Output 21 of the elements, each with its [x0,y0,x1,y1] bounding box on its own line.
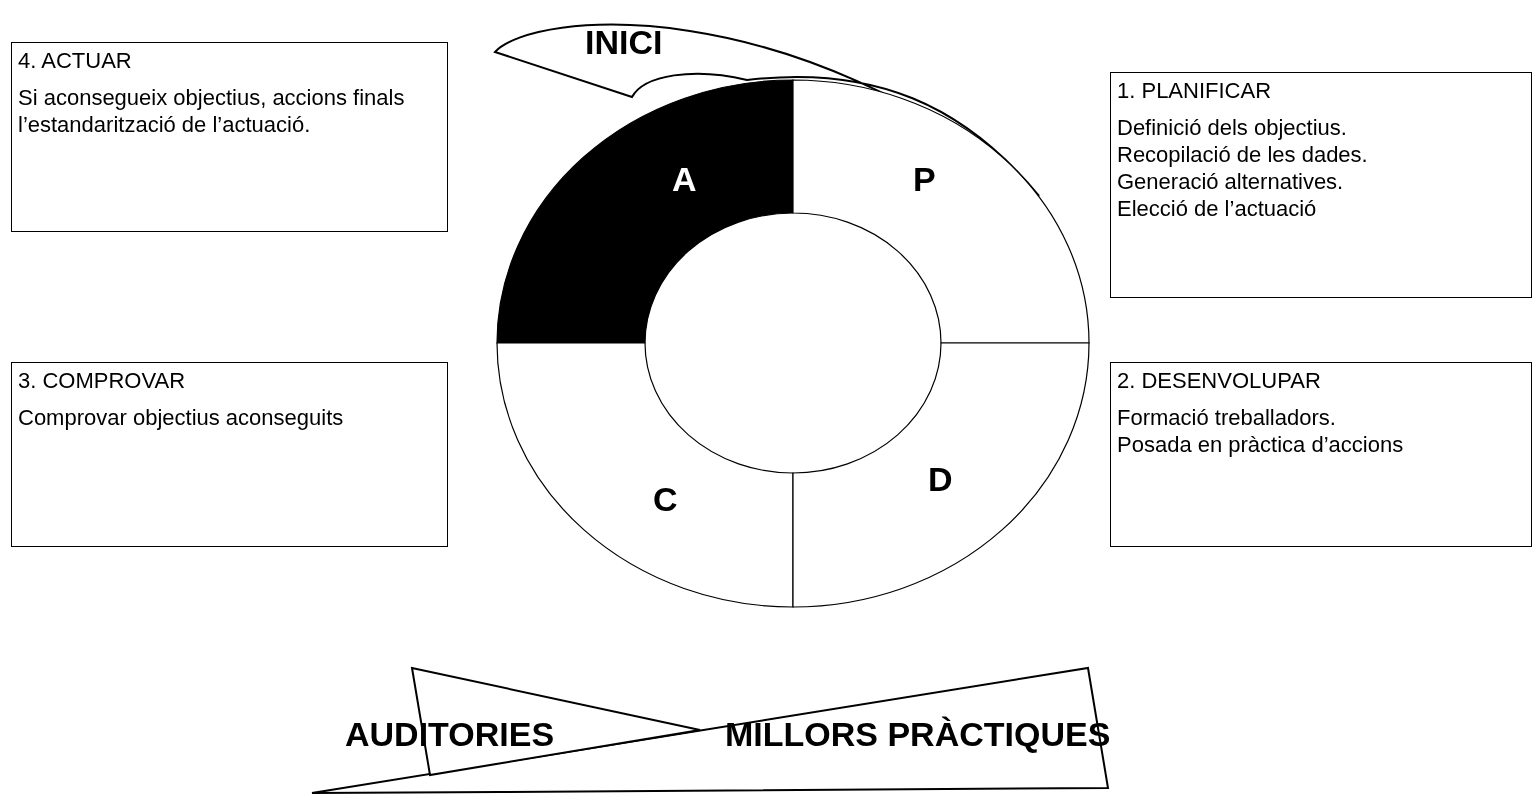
segment-letter: D [928,460,953,499]
step-heading: 2. DESENVOLUPAR [1117,367,1322,394]
segment-letter: C [653,480,678,519]
step-text: Elecció de l’actuació [1117,195,1318,222]
text-box [11,42,448,232]
step-heading: 3. COMPROVAR [18,367,187,394]
text-box [11,362,448,547]
step-text: Posada en pràctica d’accions [1117,431,1405,458]
step-text: Formació treballadors. [1117,404,1337,431]
step-heading: 4. ACTUAR [18,47,133,74]
step-text: Definició dels objectius. [1117,114,1348,141]
shape-label: INICI [585,23,663,62]
step-text: Recopilació de les dades. [1117,141,1369,168]
text-box [1110,362,1532,547]
step-text: Comprovar objectius aconseguits [18,404,345,431]
text-box [1110,72,1532,298]
step-heading: 1. PLANIFICAR [1117,77,1273,104]
segment-letter: P [913,160,936,199]
segment-letter: A [672,160,697,199]
step-text: Generació alternatives. [1117,168,1345,195]
step-text: Si aconsegueix objectius, accions finals l’estandarització de l’actuació. [18,84,406,138]
